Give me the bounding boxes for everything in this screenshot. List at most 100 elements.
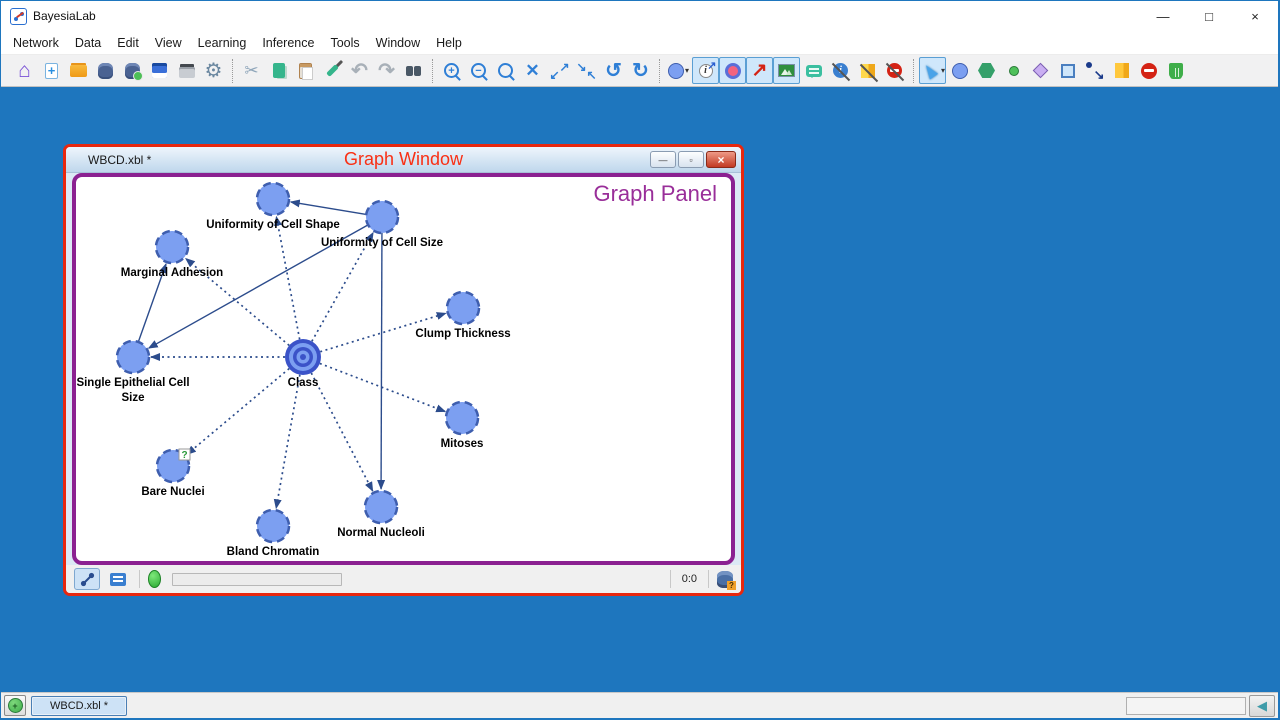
database-status-icon[interactable] (717, 570, 736, 590)
undo-button[interactable] (346, 57, 373, 84)
edge-class-normal[interactable] (310, 372, 374, 492)
toolbar: ▾▾ (1, 55, 1278, 87)
menu-window[interactable]: Window (375, 35, 421, 50)
chevron-down-icon[interactable]: ▾ (940, 66, 945, 75)
edge-display-button[interactable] (74, 568, 100, 590)
fit-graph-button[interactable] (519, 57, 546, 84)
edge-size-shape[interactable] (289, 199, 367, 216)
image-mode-button[interactable] (773, 57, 800, 84)
graph-close-button[interactable]: × (706, 151, 736, 168)
maximize-button[interactable]: □ (1205, 8, 1213, 24)
node-mitoses[interactable]: Mitoses (441, 400, 484, 450)
zoom-out-button[interactable] (465, 57, 492, 84)
node-tool-button[interactable] (946, 57, 973, 84)
state-tool-button[interactable] (1000, 57, 1027, 84)
node-display-button[interactable]: ▾ (665, 57, 692, 84)
arc-mode-button[interactable] (746, 57, 773, 84)
edge-size-normal[interactable] (377, 232, 386, 491)
note-tool-button[interactable] (1108, 57, 1135, 84)
graph-minimize-button[interactable]: — (650, 151, 676, 168)
target-mode-button[interactable] (719, 57, 746, 84)
edge-single-adhesion[interactable] (137, 263, 167, 343)
statusbar-divider (708, 570, 709, 588)
graph-window-titlebar[interactable]: WBCD.xbl * Graph Window — ▫ × (66, 147, 741, 173)
save-button[interactable] (146, 57, 173, 84)
menu-help[interactable]: Help (436, 35, 462, 50)
clock-button[interactable]: + (4, 695, 26, 716)
paste-button[interactable] (292, 57, 319, 84)
copy-button[interactable] (265, 57, 292, 84)
rotate-left-button[interactable] (600, 57, 627, 84)
redo-button[interactable] (373, 57, 400, 84)
menu-network[interactable]: Network (13, 35, 59, 50)
constraint-tool-button[interactable] (1054, 57, 1081, 84)
hide-forbidden-button[interactable] (881, 57, 908, 84)
menu-inference[interactable]: Inference (262, 35, 315, 50)
edge-class-adhesion[interactable] (185, 257, 290, 347)
zoom-reset-button[interactable] (492, 57, 519, 84)
collapse-arrow-button[interactable]: ◀ (1249, 694, 1275, 717)
forbidden-arc-tool-icon (1140, 62, 1157, 79)
workspace[interactable]: WBCD.xbl * Graph Window — ▫ × Uniformity… (1, 87, 1278, 692)
rotate-right-button[interactable] (627, 57, 654, 84)
node-size[interactable]: Uniformity of Cell Size (321, 199, 443, 249)
node-bare[interactable]: ?Bare Nuclei (141, 448, 205, 498)
node-shape[interactable]: Uniformity of Cell Shape (206, 181, 340, 231)
node-clump[interactable]: Clump Thickness (415, 290, 511, 340)
find-button[interactable] (400, 57, 427, 84)
zoom-in-button[interactable] (438, 57, 465, 84)
new-button[interactable] (38, 57, 65, 84)
forbidden-arc-tool-button[interactable] (1135, 57, 1162, 84)
database-button[interactable] (92, 57, 119, 84)
paste-icon (299, 62, 313, 80)
menu-data[interactable]: Data (74, 35, 102, 50)
delete-tool-button[interactable] (1162, 57, 1189, 84)
hide-notes-icon (860, 63, 875, 78)
decision-tool-button[interactable] (1027, 57, 1054, 84)
home-button[interactable] (11, 57, 38, 84)
comments-button[interactable] (800, 57, 827, 84)
node-adhesion[interactable]: Marginal Adhesion (121, 229, 223, 279)
database-export-button[interactable] (119, 57, 146, 84)
utility-node-tool-button[interactable] (973, 57, 1000, 84)
status-field (1126, 696, 1246, 715)
settings-icon (204, 61, 224, 81)
hide-notes-button[interactable] (854, 57, 881, 84)
monitor-panel-button[interactable] (105, 568, 131, 590)
node-bland[interactable]: Bland Chromatin (227, 508, 320, 558)
edge-size-single[interactable] (147, 224, 369, 349)
minimize-button[interactable]: — (1156, 8, 1170, 24)
graph-maximize-button[interactable]: ▫ (678, 151, 704, 168)
settings-button[interactable] (200, 57, 227, 84)
statusbar-divider (139, 570, 140, 588)
edge-class-bland[interactable] (273, 374, 301, 510)
document-tab[interactable]: WBCD.xbl * (31, 695, 127, 716)
format-painter-button[interactable] (319, 57, 346, 84)
menu-view[interactable]: View (154, 35, 182, 50)
menu-edit[interactable]: Edit (117, 35, 139, 50)
shrink-button[interactable] (573, 57, 600, 84)
edge-class-shape[interactable] (274, 215, 301, 340)
edge-class-size[interactable] (311, 231, 374, 342)
information-mode-button[interactable] (692, 57, 719, 84)
expand-button[interactable] (546, 57, 573, 84)
arc-tool-button[interactable] (1081, 57, 1108, 84)
decision-tool-icon (1032, 62, 1049, 79)
hide-information-icon (833, 63, 848, 78)
cut-button[interactable] (238, 57, 265, 84)
hide-information-button[interactable] (827, 57, 854, 84)
open-button[interactable] (65, 57, 92, 84)
menu-tools[interactable]: Tools (330, 35, 360, 50)
node-class[interactable]: Class (285, 339, 321, 389)
node-normal[interactable]: Normal Nucleoli (337, 489, 425, 539)
selection-tool-button[interactable]: ▾ (919, 57, 946, 84)
edge-class-mitoses[interactable] (319, 362, 447, 413)
edge-class-bare[interactable] (186, 367, 290, 456)
chevron-down-icon[interactable]: ▾ (684, 66, 689, 75)
print-button[interactable] (173, 57, 200, 84)
close-button[interactable]: × (1251, 8, 1259, 24)
menu-learning[interactable]: Learning (197, 35, 247, 50)
